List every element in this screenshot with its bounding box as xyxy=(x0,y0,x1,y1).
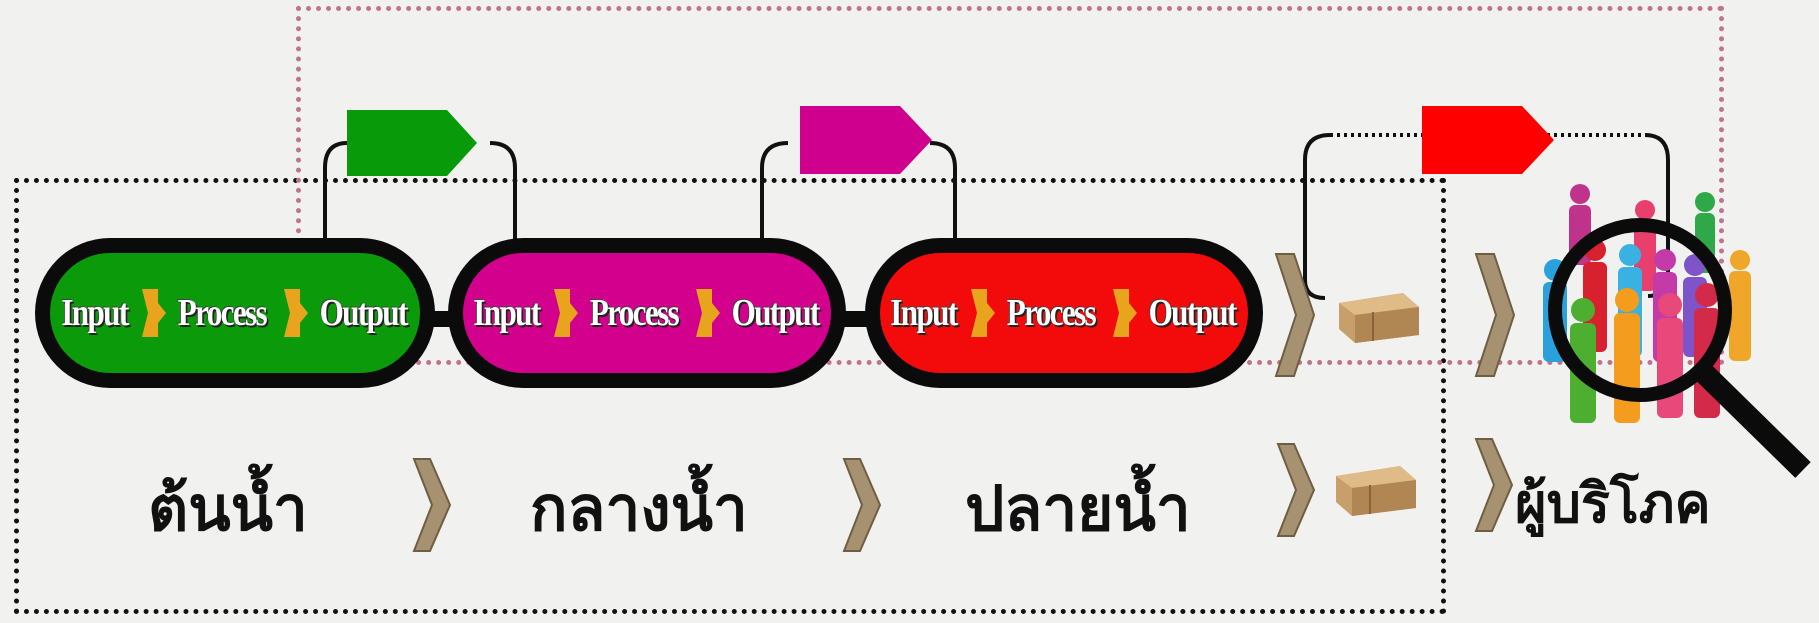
chevron-right-icon xyxy=(842,458,882,552)
cardboard-box-icon xyxy=(1339,293,1419,343)
supply-chain-frame xyxy=(14,178,1446,614)
upstream-process: Process xyxy=(178,292,268,334)
upstream-flag xyxy=(347,110,477,176)
downstream-label: ปลายน้ำ xyxy=(965,472,1191,545)
chevron-right-icon xyxy=(412,458,452,552)
midstream-output: Output xyxy=(731,292,821,334)
chevron-right-icon xyxy=(1274,253,1316,377)
process-arrow-icon xyxy=(284,289,309,337)
consumer-label: ผู้บริโภค xyxy=(1515,472,1711,535)
midstream-capsule: Input Process Output xyxy=(448,238,846,388)
process-arrow-icon xyxy=(1113,289,1138,337)
process-arrow-icon xyxy=(142,289,167,337)
midstream-label: กลางน้ำ xyxy=(530,472,748,545)
cardboard-box-icon xyxy=(1336,466,1416,516)
chevron-right-icon xyxy=(1276,443,1316,537)
upstream-output: Output xyxy=(319,292,409,334)
downstream-process: Process xyxy=(1007,292,1097,334)
process-arrow-icon xyxy=(554,289,579,337)
upstream-label: ต้นน้ำ xyxy=(148,472,308,545)
process-arrow-icon xyxy=(696,289,721,337)
people-crowd-icon xyxy=(1543,184,1811,478)
upstream-capsule: Input Process Output xyxy=(35,238,435,388)
chevron-right-icon xyxy=(1474,438,1514,532)
process-arrow-icon xyxy=(971,289,996,337)
downstream-capsule: Input Process Output xyxy=(865,238,1263,388)
downstream-flag xyxy=(1422,106,1554,174)
downstream-input: Input xyxy=(889,292,958,334)
midstream-process: Process xyxy=(590,292,680,334)
downstream-output: Output xyxy=(1148,292,1238,334)
midstream-input: Input xyxy=(472,292,541,334)
upstream-input: Input xyxy=(60,292,129,334)
chevron-right-icon xyxy=(1474,253,1516,377)
midstream-flag xyxy=(800,106,932,174)
